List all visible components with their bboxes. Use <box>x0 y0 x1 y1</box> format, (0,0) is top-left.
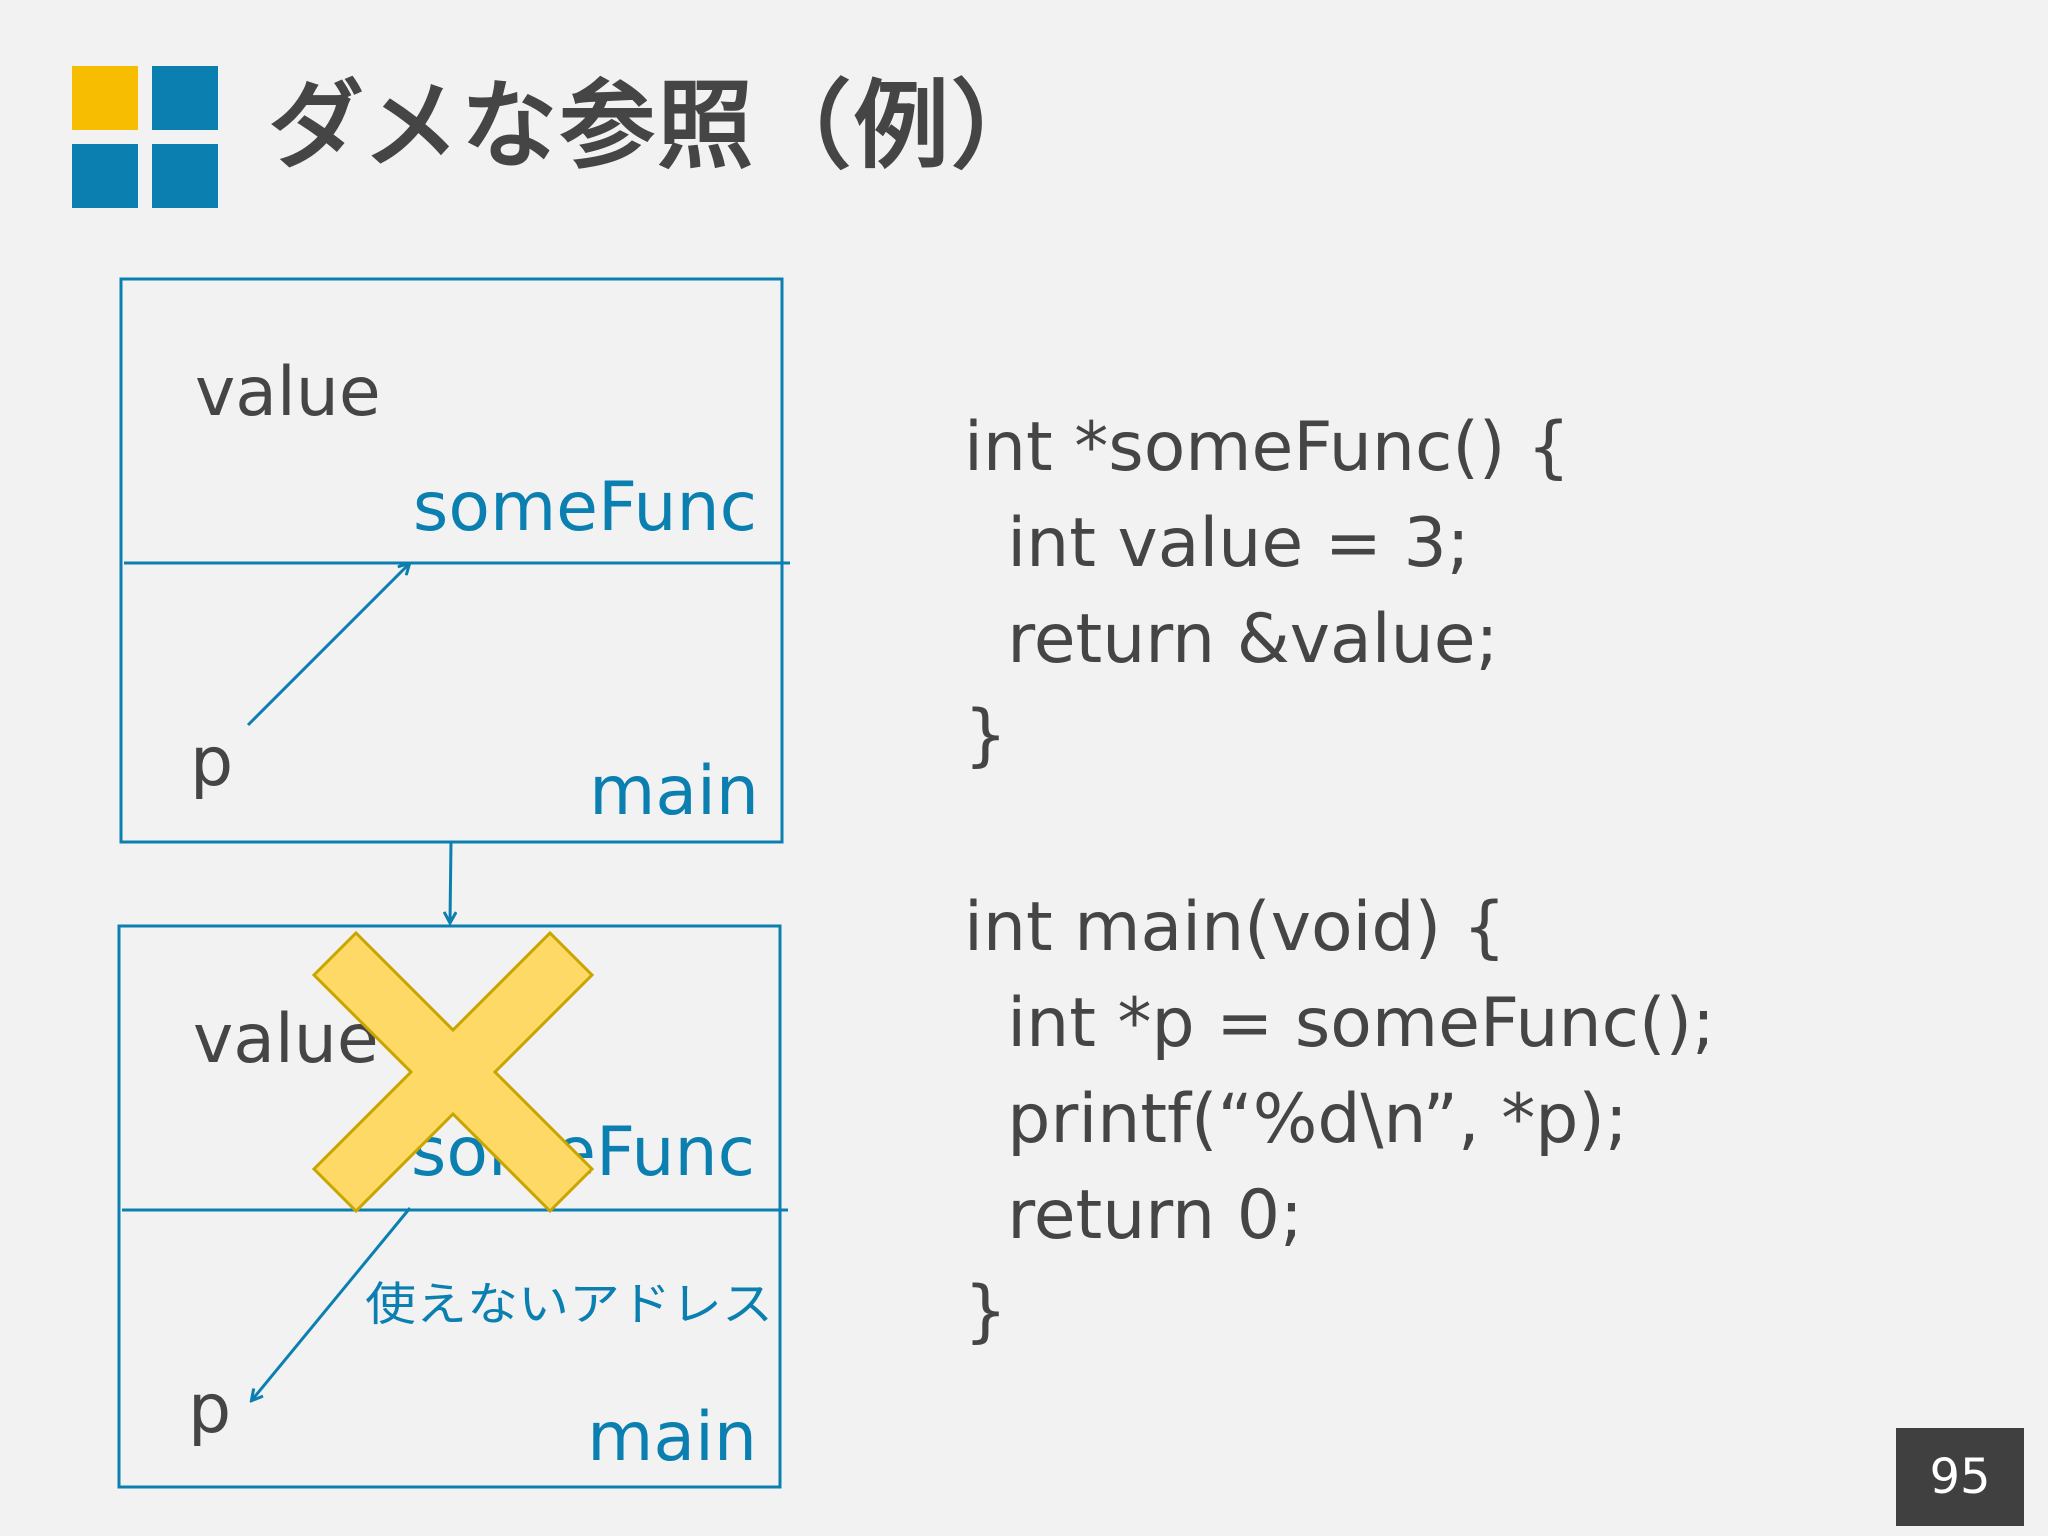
unusable-address-label: 使えないアドレス <box>365 1277 773 1331</box>
p-label-after: p <box>188 1370 231 1449</box>
logo-square-blue-top-right <box>152 66 218 130</box>
pointer-arrow-after <box>252 1207 412 1400</box>
page-number: 95 <box>1896 1428 2024 1526</box>
x-cross-icon <box>311 930 595 1214</box>
slide-title: ダメな参照（例） <box>268 70 1050 182</box>
logo-square-yellow <box>72 66 138 130</box>
code-line: printf(“%d\n”, *p); <box>964 1080 1628 1159</box>
stack-frame-after <box>117 924 782 1489</box>
value-label-before: value <box>195 353 381 432</box>
p-label-before: p <box>190 723 233 802</box>
main-label-before: main <box>589 752 759 831</box>
logo-square-blue-bottom-left <box>72 144 138 208</box>
code-block: int *someFunc() { int value = 3; return … <box>964 400 1715 1360</box>
code-line: return 0; <box>964 1176 1303 1255</box>
four-squares-icon <box>72 66 220 210</box>
pointer-arrow-before <box>246 564 409 727</box>
code-line: int main(void) { <box>964 888 1507 967</box>
code-line: int *someFunc() { <box>964 408 1571 487</box>
somefunc-label-before: someFunc <box>413 468 757 547</box>
value-label-after: value <box>193 1000 379 1079</box>
code-line: int value = 3; <box>964 504 1470 583</box>
code-line: } <box>964 696 1008 775</box>
logo-square-blue-bottom-right <box>152 144 218 208</box>
code-line: } <box>964 1272 1008 1351</box>
main-label-after: main <box>587 1398 757 1477</box>
stack-frame-before <box>119 277 784 844</box>
code-line: return &value; <box>964 600 1499 679</box>
transition-arrow <box>450 841 451 922</box>
code-line: int *p = someFunc(); <box>964 984 1715 1063</box>
